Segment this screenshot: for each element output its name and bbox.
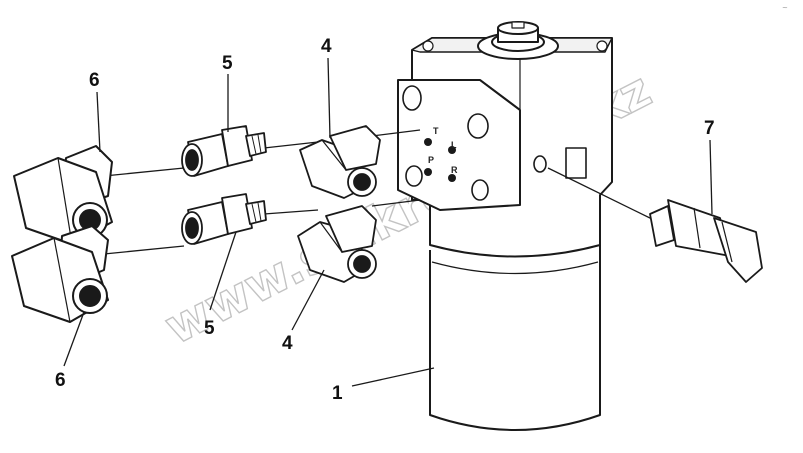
adapter-fitting-upper xyxy=(181,125,267,177)
adapter-fitting-lower xyxy=(181,193,267,245)
elbow-fitting-lower-6 xyxy=(11,225,109,323)
elbow-fitting-upper-4 xyxy=(299,125,381,199)
leader-lines xyxy=(63,57,713,387)
elbow-fitting-lower-4 xyxy=(297,205,377,283)
port-label-t: T xyxy=(433,126,439,136)
callout-4-upper: 4 xyxy=(321,36,332,57)
callout-5-upper: 5 xyxy=(222,53,233,74)
callout-6-lower: 6 xyxy=(55,370,66,391)
sensor-plug-7 xyxy=(649,199,763,283)
callout-5-lower: 5 xyxy=(204,318,215,339)
port-label-r: R xyxy=(451,165,458,175)
callout-4-lower: 4 xyxy=(282,333,293,354)
callout-6-upper: 6 xyxy=(89,70,100,91)
corner-mark: ~ xyxy=(782,4,788,12)
callout-7: 7 xyxy=(704,118,715,139)
port-label-l: L xyxy=(451,140,457,150)
elbow-fitting-upper-6 xyxy=(13,145,113,245)
port-label-p: P xyxy=(428,155,434,165)
assembly-lines xyxy=(103,129,655,255)
callout-1: 1 xyxy=(332,383,343,404)
steering-unit-body xyxy=(397,21,613,431)
